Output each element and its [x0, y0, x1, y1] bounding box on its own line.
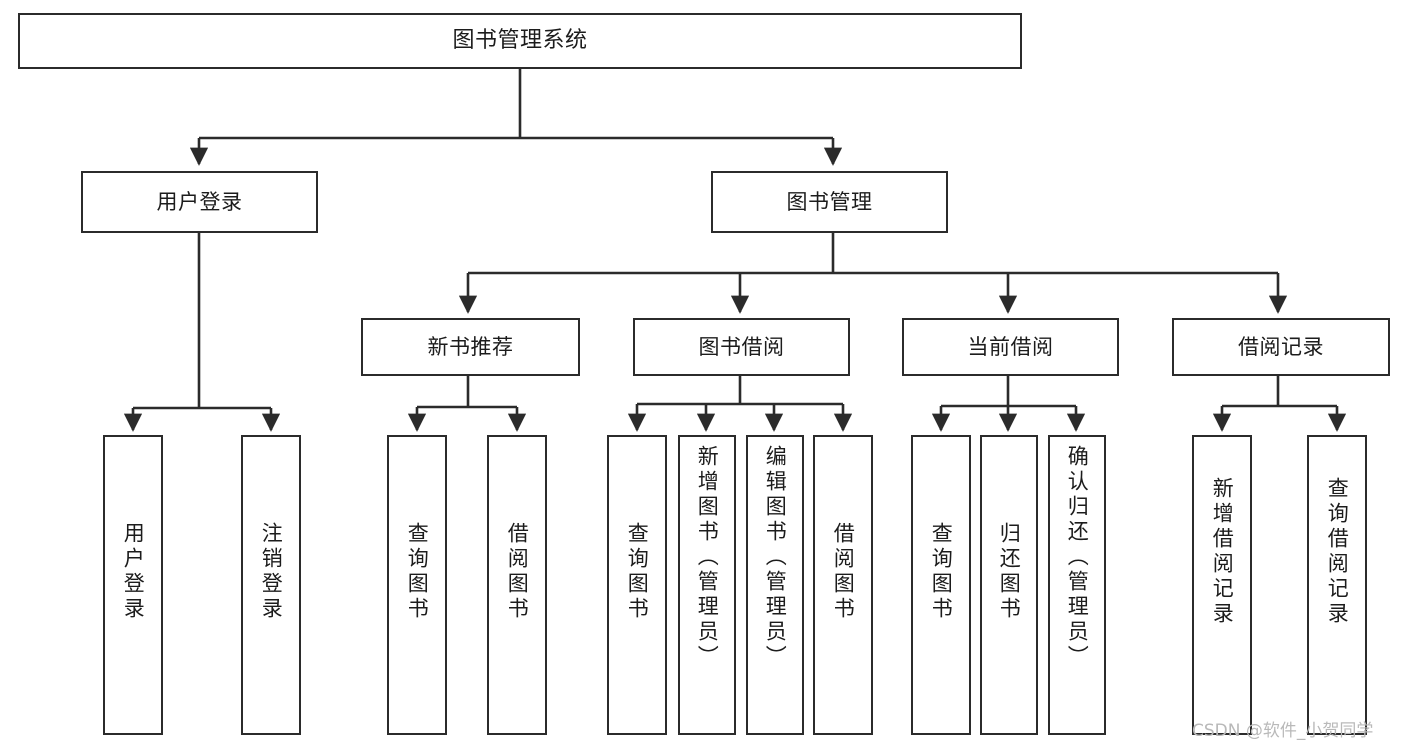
node-label: 查询图书 — [929, 522, 954, 622]
node-label: 图书管理系统 — [452, 28, 588, 54]
node-label: 图书管理 — [786, 189, 873, 214]
leaf-borrow-book[interactable]: 借阅图书 — [813, 435, 873, 735]
leaf-logout[interactable]: 注销登录 — [241, 435, 301, 735]
node-label: 用户登录 — [121, 522, 146, 622]
leaf-query-book-recommend[interactable]: 查询图书 — [387, 435, 447, 735]
node-label: 编辑图书（管理员） — [763, 445, 788, 670]
leaf-query-borrow-record[interactable]: 查询借阅记录 — [1307, 435, 1367, 735]
node-label: 借阅图书 — [505, 522, 530, 622]
node-label: 借阅图书 — [831, 522, 856, 622]
node-label: 查询借阅记录 — [1325, 477, 1350, 627]
node-label: 用户登录 — [156, 189, 243, 214]
node-label: 图书借阅 — [698, 334, 785, 359]
leaf-query-book-current[interactable]: 查询图书 — [911, 435, 971, 735]
node-label: 确认归还（管理员） — [1065, 445, 1090, 670]
leaf-query-book-borrow[interactable]: 查询图书 — [607, 435, 667, 735]
node-label: 新增借阅记录 — [1210, 477, 1235, 627]
node-book-borrow[interactable]: 图书借阅 — [633, 318, 850, 376]
node-label: 注销登录 — [259, 522, 284, 622]
node-label: 新增图书（管理员） — [695, 445, 720, 670]
csdn-watermark: CSDN @软件_小贺同学 — [1192, 721, 1374, 741]
leaf-add-borrow-record[interactable]: 新增借阅记录 — [1192, 435, 1252, 735]
node-label: 查询图书 — [405, 522, 430, 622]
leaf-confirm-return-admin[interactable]: 确认归还（管理员） — [1048, 435, 1106, 735]
node-label: 归还图书 — [997, 522, 1022, 622]
leaf-add-book-admin[interactable]: 新增图书（管理员） — [678, 435, 736, 735]
node-user-login[interactable]: 用户登录 — [81, 171, 318, 233]
node-current-borrow[interactable]: 当前借阅 — [902, 318, 1119, 376]
node-label: 新书推荐 — [427, 334, 514, 359]
node-label: 当前借阅 — [967, 334, 1054, 359]
leaf-edit-book-admin[interactable]: 编辑图书（管理员） — [746, 435, 804, 735]
node-new-book-recommend[interactable]: 新书推荐 — [361, 318, 580, 376]
leaf-return-book[interactable]: 归还图书 — [980, 435, 1038, 735]
leaf-user-login[interactable]: 用户登录 — [103, 435, 163, 735]
leaf-borrow-book-recommend[interactable]: 借阅图书 — [487, 435, 547, 735]
node-label: 借阅记录 — [1238, 334, 1324, 359]
node-borrow-record[interactable]: 借阅记录 — [1172, 318, 1390, 376]
node-root-book-management-system[interactable]: 图书管理系统 — [18, 13, 1022, 69]
node-book-management[interactable]: 图书管理 — [711, 171, 948, 233]
node-label: 查询图书 — [625, 522, 650, 622]
